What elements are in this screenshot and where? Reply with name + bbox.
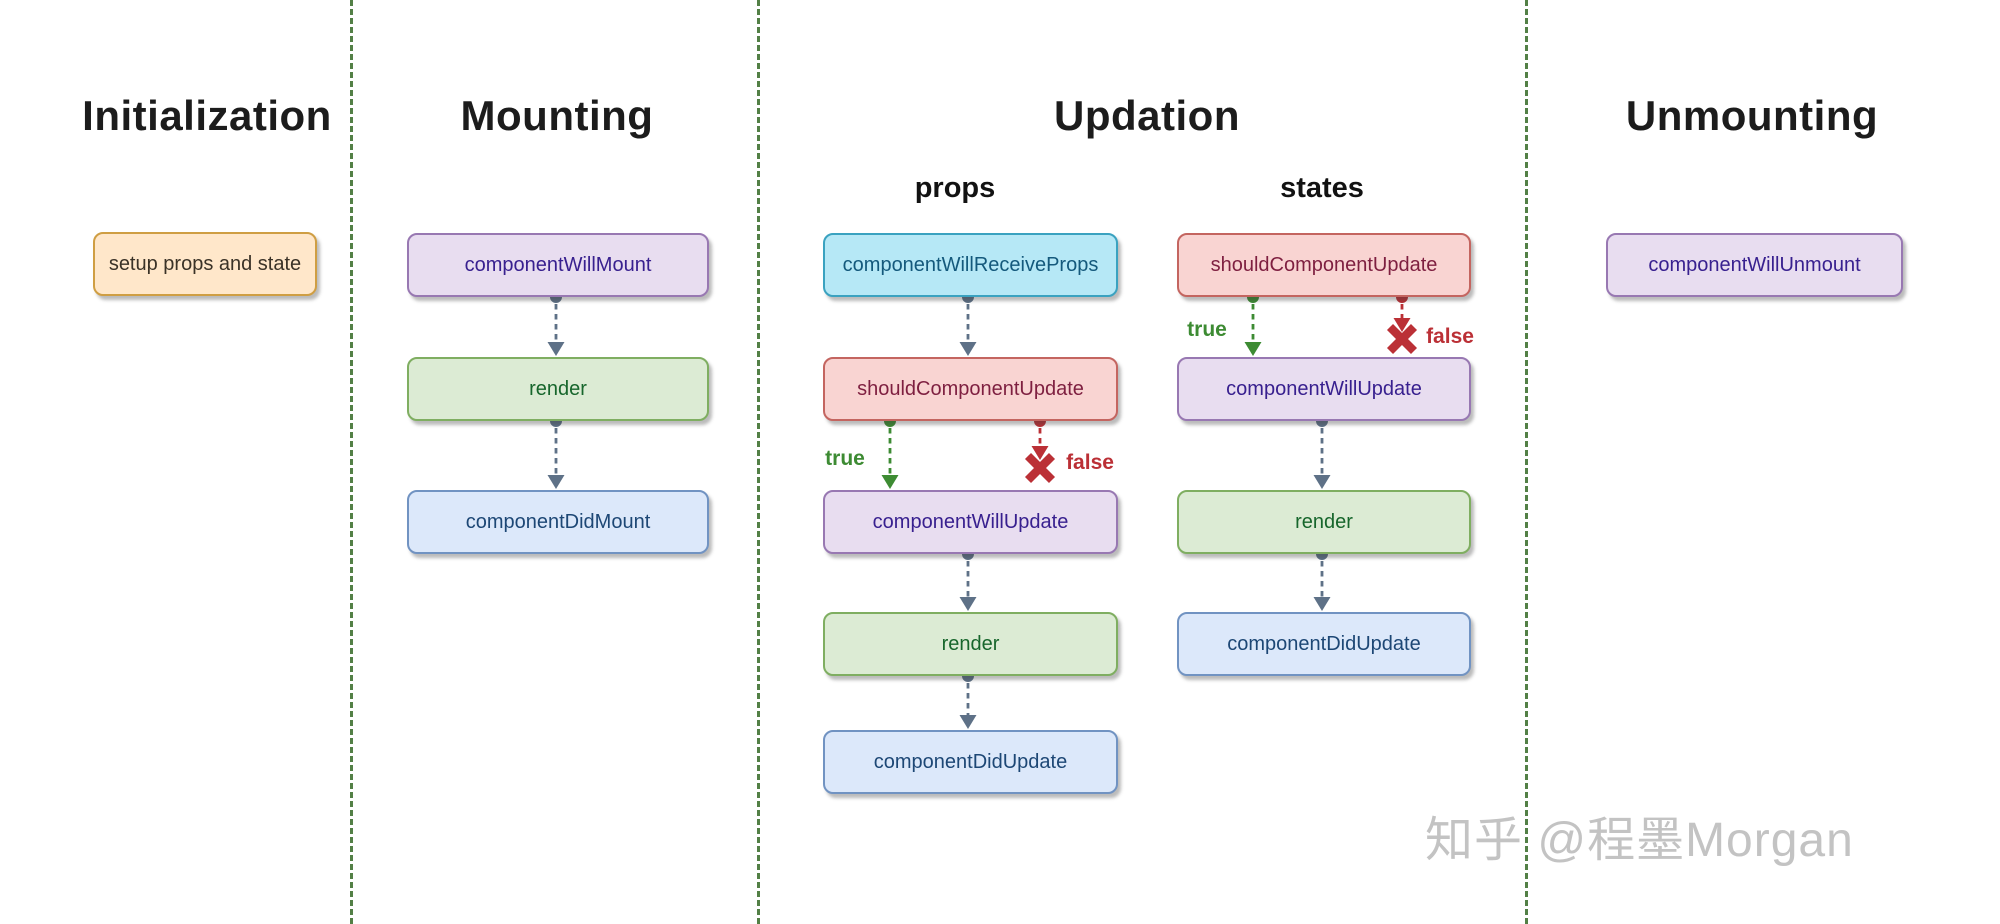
node-render-props: render <box>823 612 1118 676</box>
node-componentdidupdate-states: componentDidUpdate <box>1177 612 1471 676</box>
node-componentdidmount: componentDidMount <box>407 490 709 554</box>
node-label: shouldComponentUpdate <box>1210 253 1438 276</box>
node-label: render <box>941 632 1000 655</box>
node-label: render <box>1295 510 1353 533</box>
cross-icon <box>1024 452 1056 484</box>
node-label: componentWillReceiveProps <box>842 253 1099 276</box>
node-label: setup props and state <box>108 252 302 275</box>
node-componentdidupdate-props: componentDidUpdate <box>823 730 1118 794</box>
section-divider <box>757 0 760 924</box>
node-componentwillupdate-states: componentWillUpdate <box>1177 357 1471 421</box>
watermark: 知乎 @程墨Morgan <box>1425 814 1854 867</box>
node-setup-props-and-state: setup props and state <box>93 232 317 296</box>
section-title-unmounting: Unmounting <box>1625 92 1879 139</box>
node-label: componentWillUpdate <box>872 510 1069 533</box>
section-title-updation: Updation <box>1054 92 1240 139</box>
section-divider <box>350 0 353 924</box>
branch-label-false-props: false <box>1066 451 1114 474</box>
branch-label-true-states: true <box>1187 318 1227 341</box>
node-componentwillmount: componentWillMount <box>407 233 709 297</box>
column-heading-states: states <box>1280 172 1364 204</box>
node-shouldcomponentupdate-props: shouldComponentUpdate <box>823 357 1118 421</box>
cross-icon <box>1386 323 1418 355</box>
node-label: render <box>529 377 587 400</box>
section-divider <box>1525 0 1528 924</box>
node-render-mounting: render <box>407 357 709 421</box>
node-componentwillreceiveprops: componentWillReceiveProps <box>823 233 1118 297</box>
section-title-mounting: Mounting <box>460 92 654 139</box>
branch-label-true-props: true <box>825 447 865 470</box>
node-label: componentWillUpdate <box>1226 377 1422 400</box>
node-componentwillupdate-props: componentWillUpdate <box>823 490 1118 554</box>
column-heading-props: props <box>914 172 996 204</box>
node-label: componentDidUpdate <box>1227 632 1421 655</box>
node-label: componentWillUnmount <box>1648 253 1861 276</box>
node-label: shouldComponentUpdate <box>857 377 1084 400</box>
node-label: componentDidUpdate <box>873 750 1068 773</box>
section-title-initialization: Initialization <box>82 92 332 139</box>
node-shouldcomponentupdate-states: shouldComponentUpdate <box>1177 233 1471 297</box>
node-label: componentWillMount <box>464 253 652 276</box>
branch-label-false-states: false <box>1426 325 1474 348</box>
node-label: componentDidMount <box>465 510 651 533</box>
node-render-states: render <box>1177 490 1471 554</box>
node-componentwillunmount: componentWillUnmount <box>1606 233 1903 297</box>
